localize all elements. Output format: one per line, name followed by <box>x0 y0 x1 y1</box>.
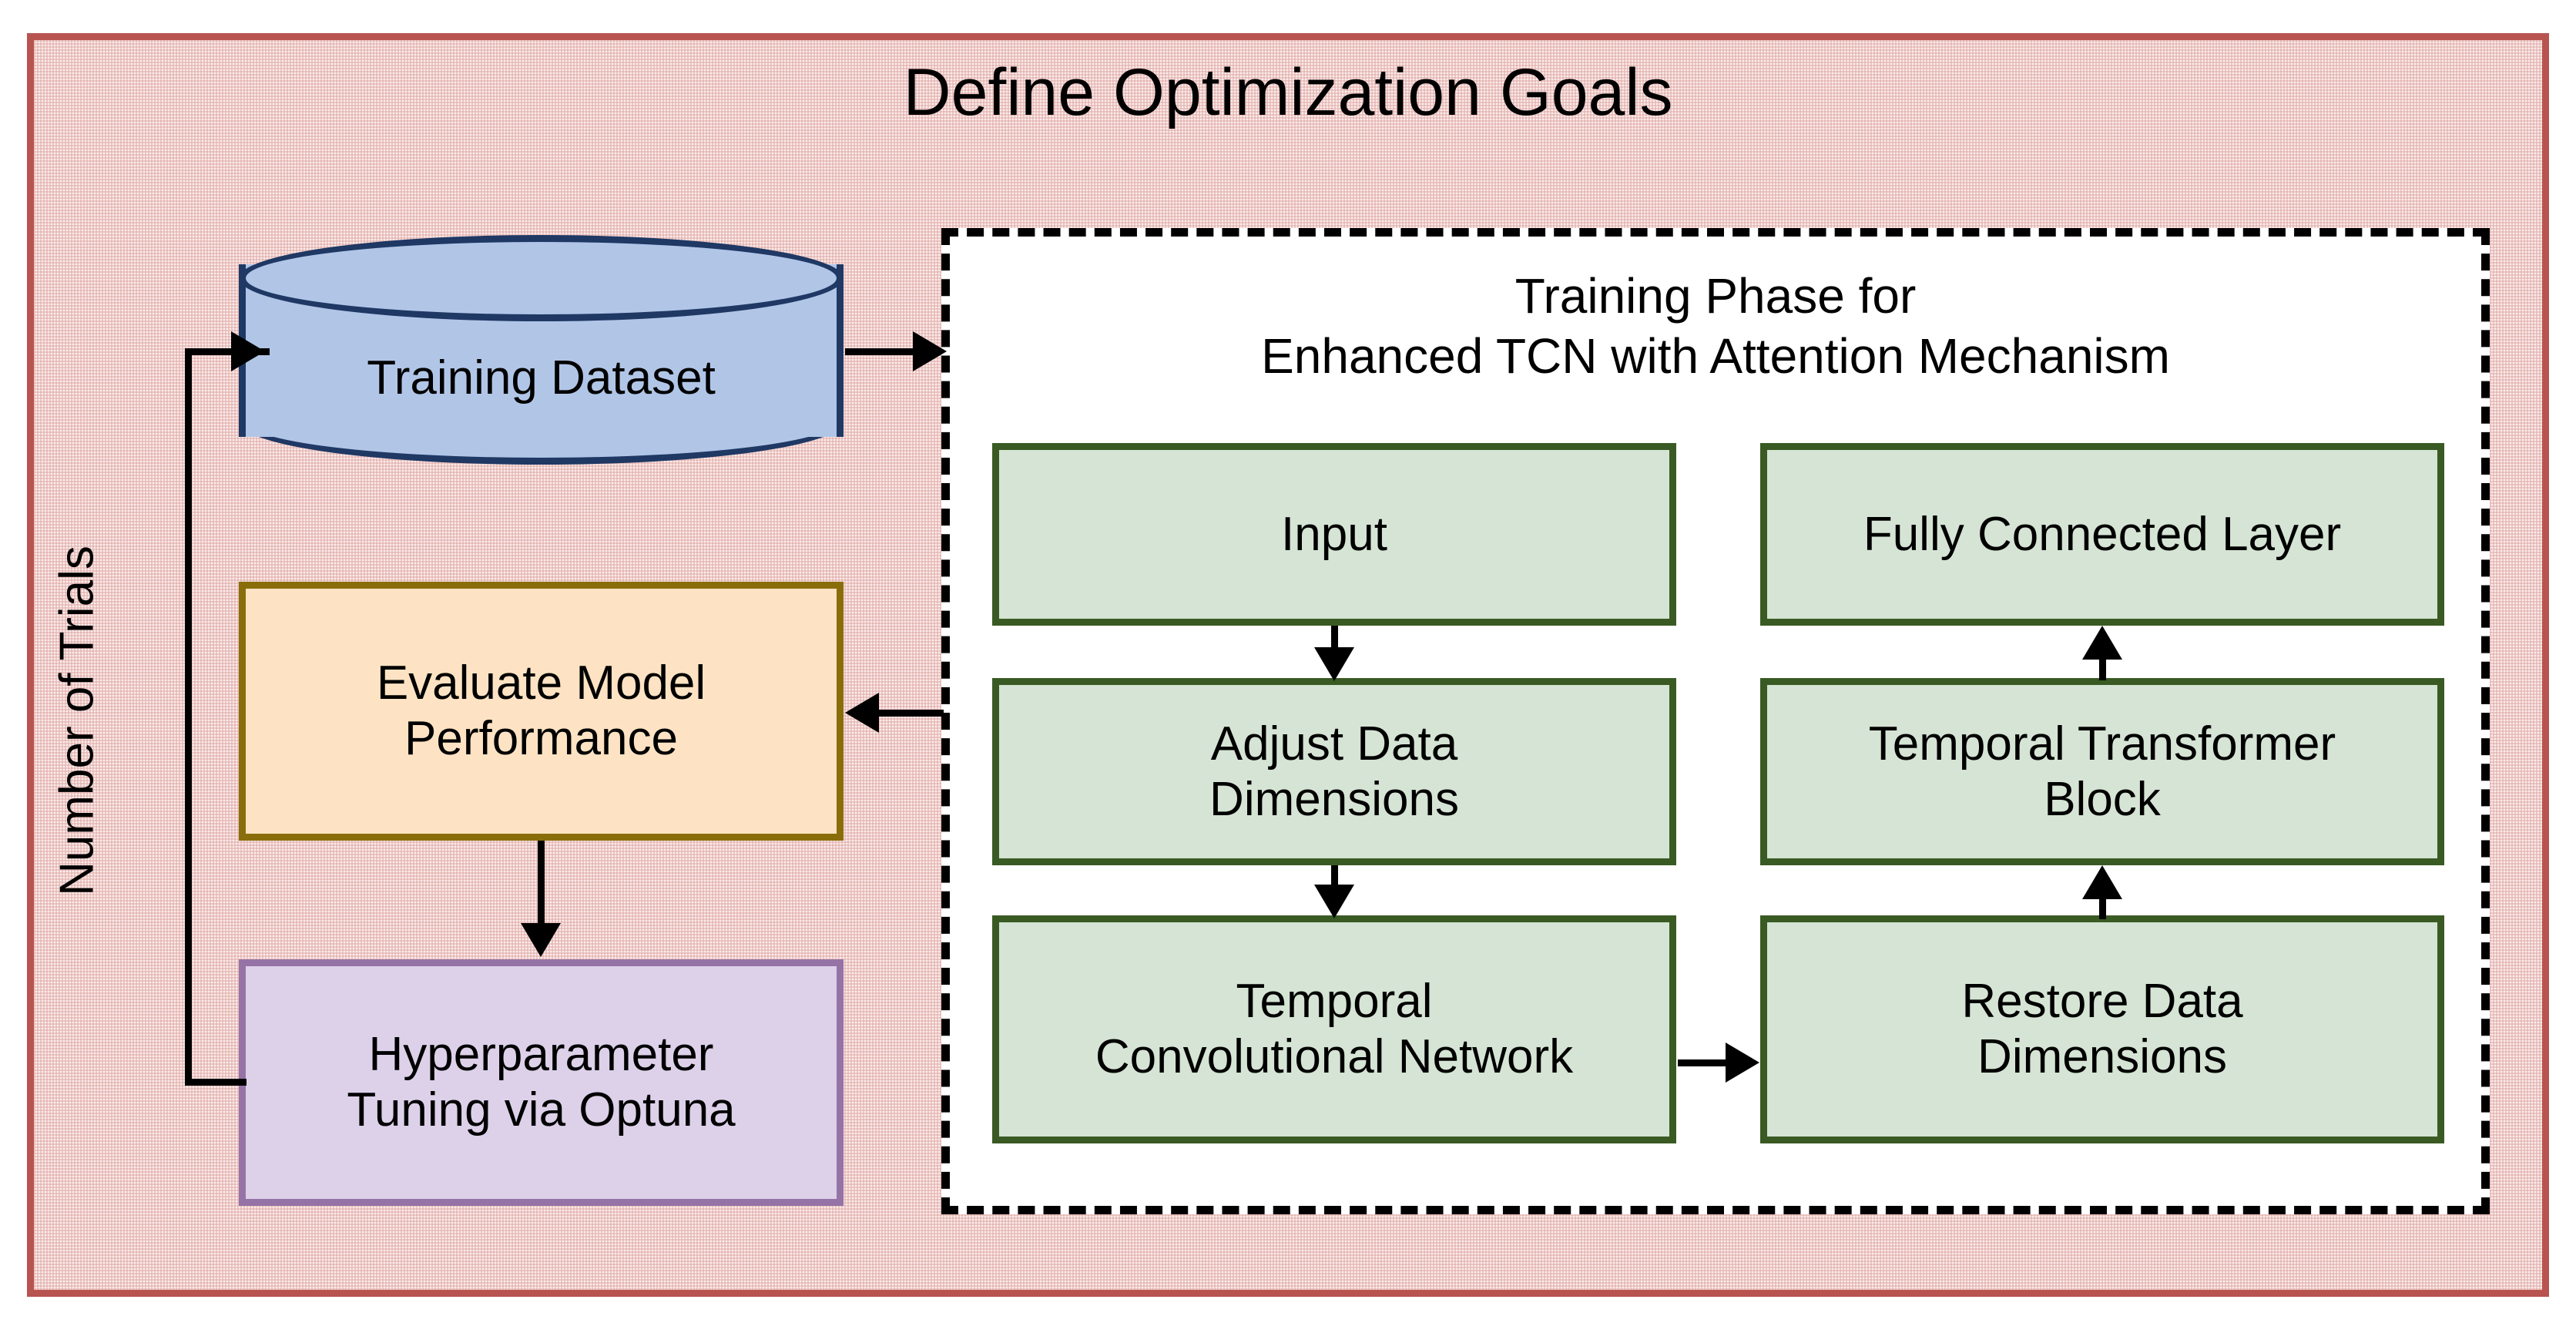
arrow-restore-to-transformer-line <box>2099 882 2106 919</box>
node-tcn-line1: Temporal <box>1236 975 1433 1029</box>
number-of-trials-label: Number of Trials <box>50 546 104 896</box>
arrow-tcn-to-restore-line <box>1678 1059 1732 1066</box>
arrow-input-to-adjust-line <box>1331 626 1338 656</box>
arrow-restore-to-transformer-head <box>2082 865 2122 899</box>
node-evaluate-line2: Performance <box>404 712 678 765</box>
arrow-adjust-to-tcn-line <box>1331 865 1338 898</box>
arrow-transformer-to-fc-line <box>2099 646 2106 680</box>
node-restore-data-dimensions[interactable]: Restore Data Dimensions <box>1760 915 2444 1143</box>
node-temporal-transformer-block[interactable]: Temporal Transformer Block <box>1760 678 2444 865</box>
training-phase-title: Training Phase for Enhanced TCN with Att… <box>941 266 2490 386</box>
node-input[interactable]: Input <box>992 443 1676 626</box>
loop-arrow-head <box>231 331 265 371</box>
node-adjust-data-dimensions[interactable]: Adjust Data Dimensions <box>992 678 1676 865</box>
arrow-training-to-evaluate-line <box>878 710 944 717</box>
training-dataset-label: Training Dataset <box>367 351 716 405</box>
arrow-adjust-to-tcn-head <box>1314 885 1354 918</box>
arrow-evaluate-to-hyperparameter-line <box>538 841 545 927</box>
node-hyperparameter-tuning[interactable]: Hyperparameter Tuning via Optuna <box>239 959 844 1206</box>
node-restore-line2: Dimensions <box>1977 1030 2227 1083</box>
arrow-dataset-to-training-line <box>845 348 930 355</box>
arrow-evaluate-to-hyperparameter-head <box>521 923 561 957</box>
node-hyperparameter-line2: Tuning via Optuna <box>347 1083 736 1137</box>
arrow-training-to-evaluate-head <box>845 693 879 733</box>
loop-segment-bottom <box>185 1079 247 1086</box>
training-dataset-cylinder[interactable]: Training Dataset <box>239 235 844 466</box>
arrow-input-to-adjust-head <box>1314 647 1354 681</box>
node-temporal-convolutional-network[interactable]: Temporal Convolutional Network <box>992 915 1676 1143</box>
node-evaluate-line1: Evaluate Model <box>376 656 706 710</box>
node-adjust-line2: Dimensions <box>1209 772 1459 826</box>
page-title: Define Optimization Goals <box>903 55 1673 129</box>
arrow-dataset-to-training-head <box>913 331 947 371</box>
training-phase-title-line1: Training Phase for <box>1514 268 1917 324</box>
loop-segment-top <box>185 348 270 355</box>
node-fc-line1: Fully Connected Layer <box>1863 507 2342 561</box>
arrow-transformer-to-fc-head <box>2082 626 2122 660</box>
cylinder-top-ellipse <box>239 235 844 321</box>
node-fully-connected-layer[interactable]: Fully Connected Layer <box>1760 443 2444 626</box>
node-transformer-line2: Block <box>2044 772 2161 826</box>
node-evaluate-model-performance[interactable]: Evaluate Model Performance <box>239 582 844 841</box>
loop-segment-left <box>185 348 192 1086</box>
arrow-tcn-to-restore-head <box>1726 1043 1759 1083</box>
node-input-line1: Input <box>1281 507 1387 561</box>
node-transformer-line1: Temporal Transformer <box>1868 717 2336 771</box>
node-restore-line1: Restore Data <box>1961 975 2243 1029</box>
training-phase-title-line2: Enhanced TCN with Attention Mechanism <box>1261 328 2170 384</box>
node-adjust-line1: Adjust Data <box>1210 717 1458 771</box>
node-hyperparameter-line1: Hyperparameter <box>368 1028 714 1082</box>
node-tcn-line2: Convolutional Network <box>1095 1030 1574 1083</box>
